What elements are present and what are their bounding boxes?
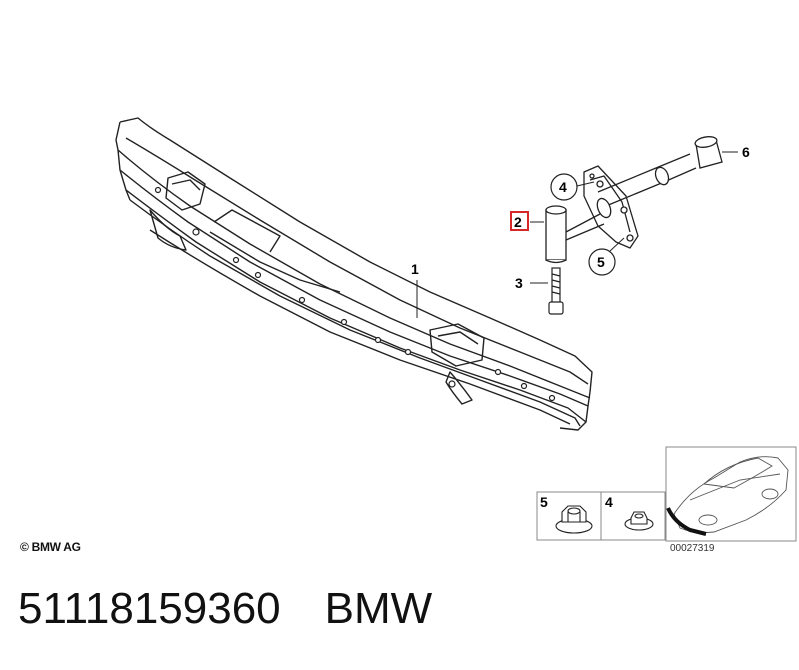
part-number-line: 51118159360 BMW bbox=[18, 584, 432, 634]
callout-circle-part-5 bbox=[588, 248, 616, 276]
highlighted-front-bumper bbox=[666, 507, 707, 536]
inset-callout-washer: 4 bbox=[605, 494, 613, 510]
reference-number: 00027319 bbox=[670, 543, 715, 554]
callout-part-6: 6 bbox=[742, 144, 750, 160]
exploded-parts-diagram: 1 2 3 bbox=[115, 117, 797, 554]
hardware-inset bbox=[536, 491, 666, 541]
leader-line-part-4 bbox=[576, 181, 595, 187]
callout-part-4: 4 bbox=[559, 179, 567, 195]
callout-part-2-highlight bbox=[510, 211, 529, 231]
callout-circle-part-4 bbox=[550, 173, 578, 201]
callout-part-3: 3 bbox=[515, 275, 523, 291]
beam-mounting-holes bbox=[154, 186, 556, 402]
leader-line-part-5 bbox=[609, 237, 625, 252]
copyright-notice: © BMW AG bbox=[20, 540, 81, 554]
nut-with-washer-icon bbox=[624, 511, 654, 531]
bumper-carrier-beam bbox=[115, 117, 593, 431]
part-number: 51118159360 bbox=[18, 584, 281, 633]
vehicle-locator-inset bbox=[665, 446, 797, 542]
impact-absorber-tube bbox=[565, 153, 697, 241]
callout-part-5: 5 bbox=[597, 254, 605, 270]
inset-callout-nut: 5 bbox=[540, 494, 548, 510]
end-cap bbox=[694, 136, 723, 169]
brand-name: BMW bbox=[324, 584, 433, 633]
flange-nut-icon bbox=[555, 505, 593, 534]
spacer-sleeve bbox=[545, 205, 567, 264]
callout-part-1: 1 bbox=[411, 261, 419, 277]
callout-part-2: 2 bbox=[514, 214, 522, 230]
hex-bolt bbox=[548, 267, 564, 315]
